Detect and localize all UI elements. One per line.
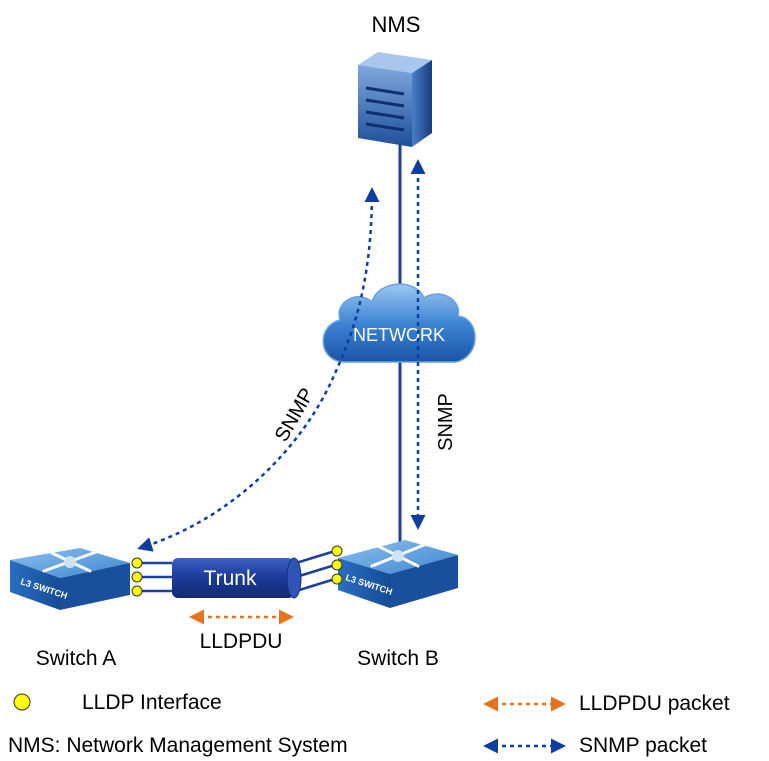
network-label: NETWORK (353, 325, 445, 345)
trunk-links (138, 549, 336, 593)
legend: LLDP Interface NMS: Network Management S… (8, 691, 730, 757)
switch-b-label: Switch B (357, 647, 439, 670)
legend-lldp-interface-label: LLDP Interface (82, 691, 222, 714)
legend-snmp-packet-label: SNMP packet (579, 734, 707, 757)
trunk-label: Trunk (204, 567, 257, 590)
switch-a-label: Switch A (36, 647, 117, 670)
lldp-interface-dots (131, 545, 343, 597)
legend-nms-definition: NMS: Network Management System (8, 734, 348, 757)
switch-a-icon[interactable]: L3 SWITCH (10, 548, 130, 610)
nms-server-icon[interactable] (358, 52, 432, 147)
snmp-label-a: SNMP (271, 384, 319, 445)
switch-b-icon[interactable]: L3 SWITCH (338, 540, 458, 608)
nms-label: NMS (372, 12, 421, 37)
trunk-tube-icon[interactable] (172, 557, 302, 599)
legend-lldp-interface-icon (13, 693, 31, 711)
snmp-path-a (137, 187, 380, 552)
lldpdu-label: LLDPDU (200, 630, 283, 653)
snmp-label-b: SNMP (435, 393, 457, 451)
legend-lldpdu-packet-label: LLDPDU packet (579, 692, 730, 715)
